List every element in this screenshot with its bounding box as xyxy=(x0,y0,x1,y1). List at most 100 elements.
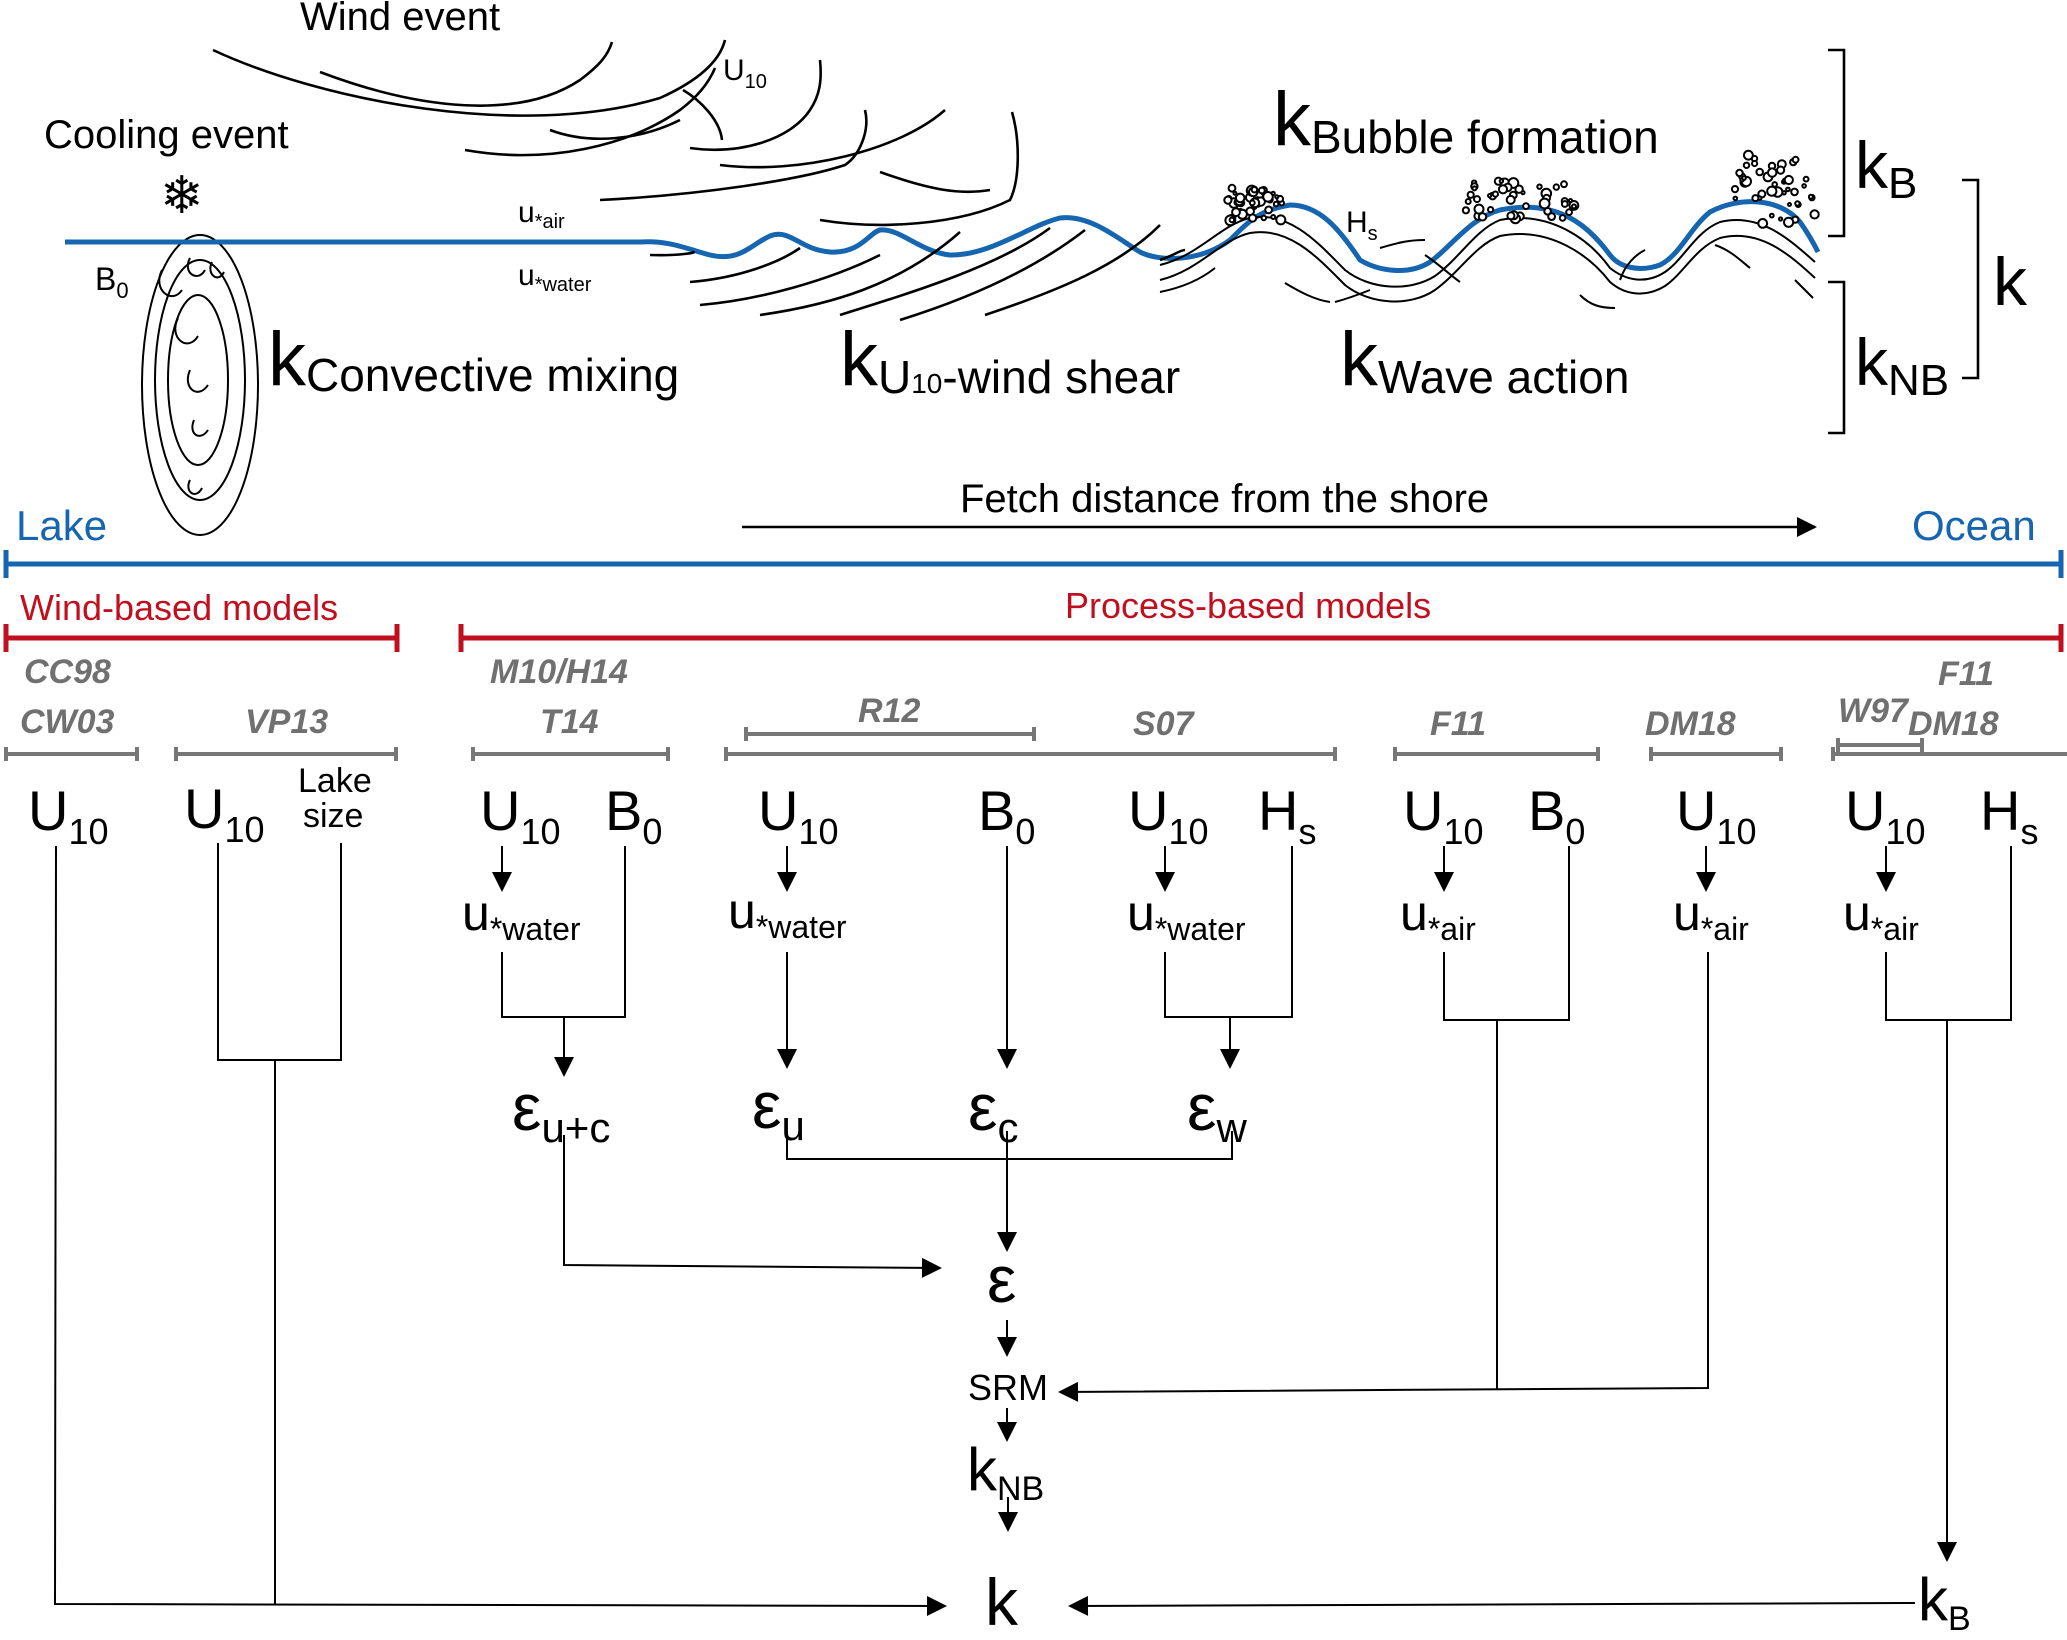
shear-streak xyxy=(689,246,801,284)
fetch-axis: Fetch distance from the shore Lake Ocean xyxy=(3,477,2064,578)
wave-line xyxy=(1159,267,1216,293)
bubble xyxy=(1228,216,1236,224)
connector xyxy=(53,845,947,1616)
bubble xyxy=(1514,184,1524,194)
u-air-scene-label: u*air xyxy=(518,196,565,233)
process-based-models-label: Process-based models xyxy=(1065,585,1431,626)
bubble xyxy=(1787,202,1792,207)
bubble xyxy=(1571,203,1577,210)
ocean-label: Ocean xyxy=(1912,502,2036,549)
u-water-scene-label: u*water xyxy=(518,259,592,296)
k-total: k xyxy=(985,1565,1019,1639)
bubble xyxy=(1768,212,1775,219)
plume-eddy xyxy=(174,317,199,345)
bubble xyxy=(1538,197,1551,210)
bubble xyxy=(1257,186,1266,195)
variables: U10 U10 Lake size U10 B0 U10 B0 U10 Hs U… xyxy=(28,762,2038,947)
connector xyxy=(786,1131,1233,1160)
wave-line xyxy=(1794,279,1814,299)
bubble xyxy=(1778,216,1784,222)
eps-c: εc xyxy=(968,1070,1018,1151)
plume-eddy xyxy=(186,257,206,277)
bubbles xyxy=(1223,149,1820,229)
bubble xyxy=(1560,200,1569,208)
bubble xyxy=(1487,193,1493,199)
bubble xyxy=(1783,216,1795,228)
bubble xyxy=(1231,207,1241,218)
bubble xyxy=(1565,208,1573,217)
wave-lines xyxy=(1159,215,1816,309)
wave-line xyxy=(1159,231,1816,303)
wind-curve xyxy=(682,88,724,141)
f11-dm18-ocean-bar xyxy=(1831,747,2067,761)
bubble xyxy=(1498,178,1505,184)
wind-curve xyxy=(879,170,991,194)
bubble xyxy=(1766,185,1778,197)
dm18-bar xyxy=(1649,747,1783,761)
convective-plume xyxy=(141,234,259,536)
var-b0: B0 xyxy=(605,779,662,852)
shear-streak xyxy=(1159,248,1186,262)
wind-curve xyxy=(319,41,614,107)
bubble xyxy=(1785,186,1791,193)
bubble xyxy=(1522,202,1530,211)
scene: Wind event U10 Cooling event ❄ xyxy=(44,0,2028,536)
bubble xyxy=(1506,211,1516,221)
hs-scene-label: Hs xyxy=(1346,206,1378,245)
model-dm18: DM18 xyxy=(1645,705,1736,743)
bubble xyxy=(1802,175,1810,183)
citation-bars xyxy=(4,727,2067,761)
plume-inner xyxy=(167,294,229,466)
plume-eddy xyxy=(158,269,183,297)
kb-bracket-label: kB xyxy=(1855,128,1917,208)
bubble xyxy=(1751,159,1759,168)
wave-line xyxy=(1379,239,1426,249)
bubble xyxy=(1776,165,1786,175)
var-u-water: u*water xyxy=(462,885,581,947)
var-b0: B0 xyxy=(978,779,1035,852)
bubble xyxy=(1783,174,1794,186)
model-m10-h14: M10/H14 xyxy=(490,653,628,691)
bubble xyxy=(1552,183,1561,191)
bubble xyxy=(1567,198,1574,204)
var-u10: U10 xyxy=(1845,779,1926,852)
var-u-water: u*water xyxy=(1127,885,1246,947)
connector xyxy=(1164,846,1293,1018)
bubble xyxy=(1272,200,1280,208)
k-wind-shear: kU10-wind shear xyxy=(840,317,1180,403)
bubble xyxy=(1536,183,1543,190)
lake-label: Lake xyxy=(16,502,107,549)
var-u10: U10 xyxy=(184,777,265,850)
connector xyxy=(217,843,342,1061)
connector xyxy=(1058,952,1709,1402)
var-u-water: u*water xyxy=(728,883,847,945)
w97-bar xyxy=(1836,738,1924,752)
s07-bar xyxy=(724,747,1337,761)
wind-curve xyxy=(719,109,946,169)
f11-bar xyxy=(1393,747,1600,761)
bubble xyxy=(1730,185,1740,194)
wave-line xyxy=(1424,254,1461,283)
bubble xyxy=(1473,203,1485,215)
bubble xyxy=(1477,212,1488,222)
shear-streaks xyxy=(649,224,1186,322)
bubble xyxy=(1732,195,1739,202)
wave-line xyxy=(1284,282,1331,303)
cooling-event-label: Cooling event xyxy=(44,113,289,157)
bubble xyxy=(1250,186,1259,194)
bubble xyxy=(1466,190,1475,199)
var-u-air: u*air xyxy=(1673,885,1749,947)
var-u-air: u*air xyxy=(1843,885,1919,947)
bubble xyxy=(1794,200,1801,207)
model-w97: W97 xyxy=(1838,692,1910,730)
eps-u: εu xyxy=(752,1068,805,1149)
var-u10: U10 xyxy=(1676,779,1757,852)
model-groups: Wind-based models Process-based models xyxy=(3,585,2064,652)
k-convective-mixing: kConvective mixing xyxy=(268,317,679,402)
eps-u-plus-c: εu+c xyxy=(512,1070,610,1151)
connector xyxy=(563,1135,942,1278)
fetch-distance-label: Fetch distance from the shore xyxy=(960,477,1489,521)
bubble xyxy=(1751,194,1760,203)
shear-streak xyxy=(839,226,1051,317)
model-t14: T14 xyxy=(540,703,599,741)
